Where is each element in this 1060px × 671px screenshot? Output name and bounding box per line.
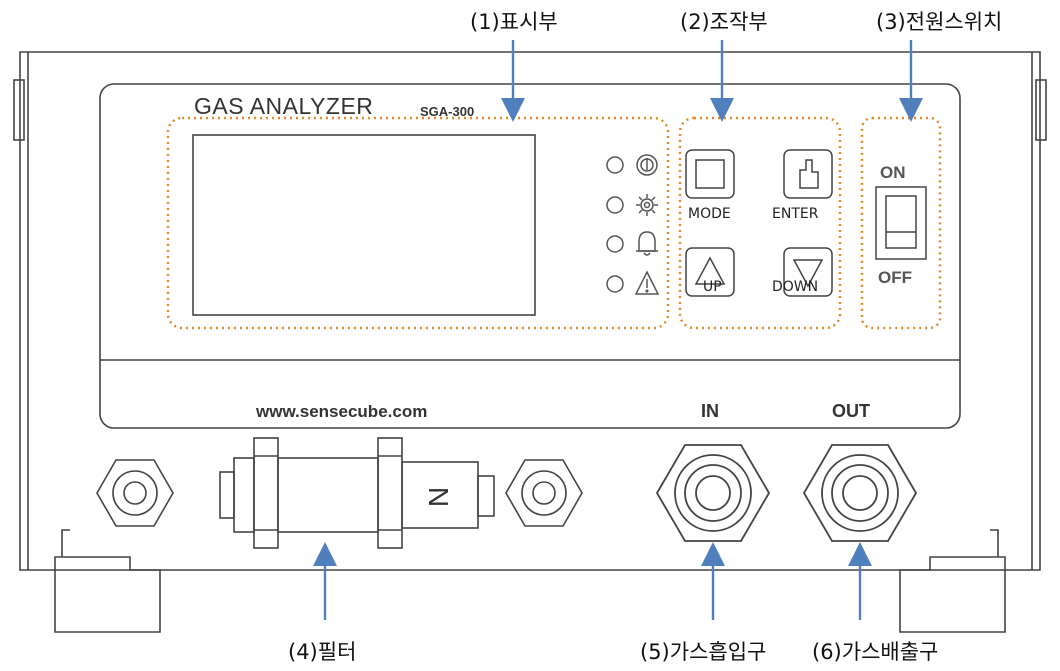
gas-inlet-port[interactable] <box>655 444 771 542</box>
indicator-led <box>606 275 624 293</box>
mode-button[interactable] <box>685 149 735 199</box>
triangle-down-icon <box>792 259 824 288</box>
indicator-led <box>606 196 624 214</box>
callout-controls: (2)조작부 <box>680 10 768 34</box>
power-switch[interactable] <box>875 186 927 260</box>
up-button[interactable] <box>685 247 735 297</box>
brand-title: GAS ANALYZER <box>194 93 374 119</box>
down-button-label: DOWN <box>772 279 819 295</box>
triangle-up-icon <box>694 256 726 285</box>
callout-arrows <box>313 40 923 620</box>
filter[interactable] <box>219 437 495 549</box>
model-number: SGA-300 <box>420 104 475 119</box>
switch-off-label: OFF <box>878 268 912 287</box>
switch-on-label: ON <box>880 163 906 182</box>
warning-icon <box>634 270 660 295</box>
gas-outlet-port[interactable] <box>802 444 918 542</box>
port-label-in: IN <box>701 401 719 421</box>
gear-icon <box>636 194 658 216</box>
filter-flow-mark: N <box>423 486 455 508</box>
controls-section <box>678 116 842 330</box>
enter-button[interactable] <box>783 149 833 199</box>
indicator-led <box>606 235 624 253</box>
device-feet <box>54 529 1006 633</box>
bell-icon <box>636 231 658 256</box>
enter-button-label: ENTER <box>772 206 819 222</box>
down-button[interactable] <box>783 247 833 297</box>
display-section <box>166 116 670 330</box>
callout-filter: (4)필터 <box>288 640 357 664</box>
callout-gas-outlet: (6)가스배출구 <box>812 640 939 664</box>
blank-port-left <box>96 459 174 527</box>
indicator-led <box>606 156 624 174</box>
device-housing <box>13 51 1047 571</box>
power-icon <box>636 154 658 176</box>
callout-display: (1)표시부 <box>470 10 558 34</box>
front-panel <box>99 83 961 429</box>
callout-power-switch: (3)전원스위치 <box>876 10 1003 34</box>
hand-icon <box>799 159 819 189</box>
port-label-out: OUT <box>832 401 870 421</box>
website-url: www.sensecube.com <box>256 402 428 421</box>
lcd-screen <box>192 134 536 316</box>
up-button-label: UP <box>703 279 722 295</box>
mode-button-label: MODE <box>688 206 731 222</box>
blank-port-right <box>505 459 583 527</box>
callout-gas-inlet: (5)가스흡입구 <box>640 640 767 664</box>
power-switch-section <box>860 116 942 330</box>
